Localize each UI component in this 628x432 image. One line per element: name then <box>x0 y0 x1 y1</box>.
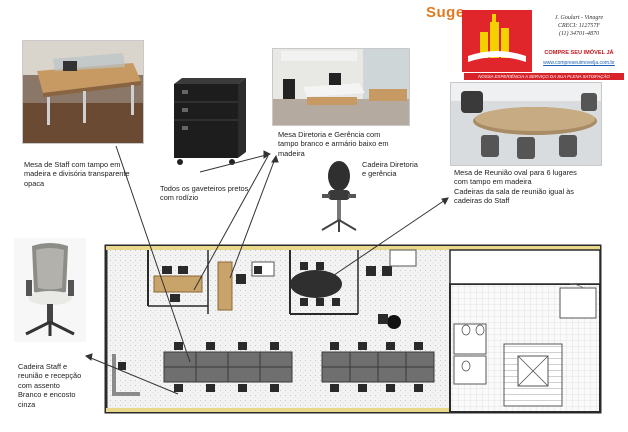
brand-name: COMPRE SEU IMÓVEL JÁ <box>544 50 614 56</box>
company-logo <box>462 10 532 72</box>
director-chair-caption: Cadeira Diretoria e gerência <box>362 160 418 179</box>
contact-creci: CRECI: 112757F <box>557 23 601 29</box>
drawers-caption: Todos os gaveteiros pretos com rodízio <box>160 184 249 203</box>
page-title: Suge <box>426 4 465 21</box>
floor-plan <box>104 244 604 416</box>
director-chair-photo <box>316 160 362 236</box>
director-desk-caption: Mesa Diretoria e Gerência com tampo bran… <box>278 130 389 158</box>
contact-phone: (11) 34701-4870 <box>558 31 600 37</box>
contact-info: J. Goulart - Vinagre CRECI: 112757F (11)… <box>536 14 622 38</box>
buildings-logo-icon <box>468 14 526 62</box>
tagline-banner: NOSSA EXPERIÊNCIA A SERVIÇO DA SUA PLENA… <box>464 73 624 80</box>
website-link[interactable]: www.compreseuimovelja.com.br <box>543 60 615 66</box>
staff-desk-photo <box>22 40 144 144</box>
drawer-cabinet-photo <box>166 78 248 166</box>
meeting-table-caption: Mesa de Reunião oval para 6 lugares com … <box>454 168 577 206</box>
staff-desk-caption: Mesa de Staff com tampo em madeira e div… <box>24 160 130 188</box>
staff-chair-caption: Cadeira Staff e reunião e recepção com a… <box>18 362 82 409</box>
staff-chair-photo <box>14 238 86 342</box>
contact-name: J. Goulart - Vinagre <box>554 15 604 21</box>
meeting-room-photo <box>450 82 602 166</box>
director-office-photo <box>272 48 410 126</box>
